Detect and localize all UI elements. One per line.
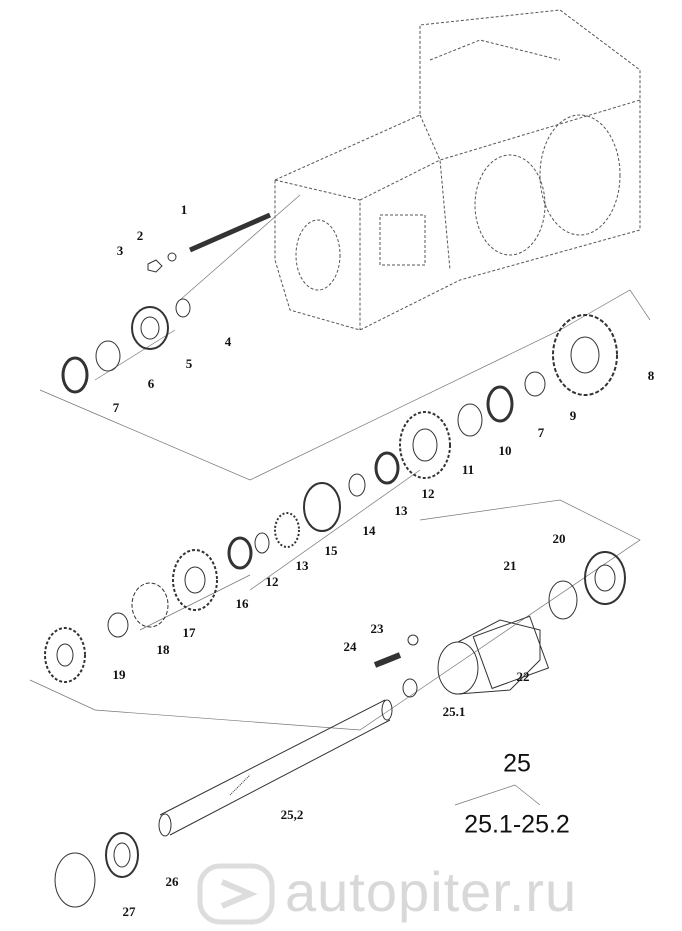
watermark-text: autopiter.ru [285, 860, 578, 923]
assembly-number: 25 [503, 749, 531, 778]
assembly-range: 25.1-25.2 [464, 810, 570, 839]
part-label: 12 [265, 574, 279, 589]
part-label: 1 [180, 202, 188, 217]
part-label: 14 [362, 523, 376, 538]
part-label: 7 [537, 425, 545, 440]
part-label: 23 [370, 621, 384, 636]
bolt-24 [373, 652, 402, 668]
part-label: 17 [182, 625, 196, 640]
part-label: 22 [516, 669, 530, 684]
part-label: 12 [421, 486, 435, 501]
part-label: 5 [185, 356, 193, 371]
part-label: 21 [503, 558, 517, 573]
part-label: 26 [165, 874, 179, 889]
leader-lines [29, 194, 651, 806]
watermark-logo [197, 863, 275, 925]
part-label: 27 [122, 904, 136, 919]
housing-22 [437, 615, 550, 695]
gearbox-housing [274, 9, 641, 331]
part-label: 16 [235, 596, 249, 611]
part-label: 9 [569, 408, 577, 423]
synchro [303, 482, 341, 532]
washer [167, 252, 177, 262]
part-label: 10 [498, 443, 512, 458]
gear-8 [552, 314, 618, 396]
part-label: 25,2 [280, 807, 304, 822]
part-label: 8 [647, 368, 655, 383]
washer [95, 340, 121, 372]
part-label: 4 [224, 334, 232, 349]
part-label: 25.1 [442, 704, 466, 719]
gear-16 [172, 549, 218, 611]
part-label: 6 [147, 376, 155, 391]
bearing [131, 306, 169, 350]
nut [147, 259, 163, 273]
part-label: 13 [394, 503, 408, 518]
part-label: 19 [112, 667, 126, 682]
part-label: 18 [156, 642, 170, 657]
part-label: 15 [324, 543, 338, 558]
needle-bearing [61, 356, 89, 394]
part-label: 7 [112, 400, 120, 415]
part-label: 13 [295, 558, 309, 573]
bearing-26 [105, 832, 139, 878]
bearing-20 [584, 551, 626, 605]
shaft-25-2 [158, 699, 393, 837]
part-label: 20 [552, 531, 566, 546]
stud-bolt [188, 212, 272, 253]
part-label: 3 [116, 243, 124, 258]
part-label: 11 [461, 462, 475, 477]
part-label: 2 [136, 228, 144, 243]
gear-11 [399, 411, 451, 479]
gear-19 [44, 627, 86, 683]
snap-ring-27 [54, 852, 96, 908]
bushing [524, 371, 546, 397]
snap-ring [548, 580, 578, 620]
ring [175, 298, 191, 318]
bushing-25-1 [402, 678, 418, 698]
part-label: 24 [343, 639, 357, 654]
